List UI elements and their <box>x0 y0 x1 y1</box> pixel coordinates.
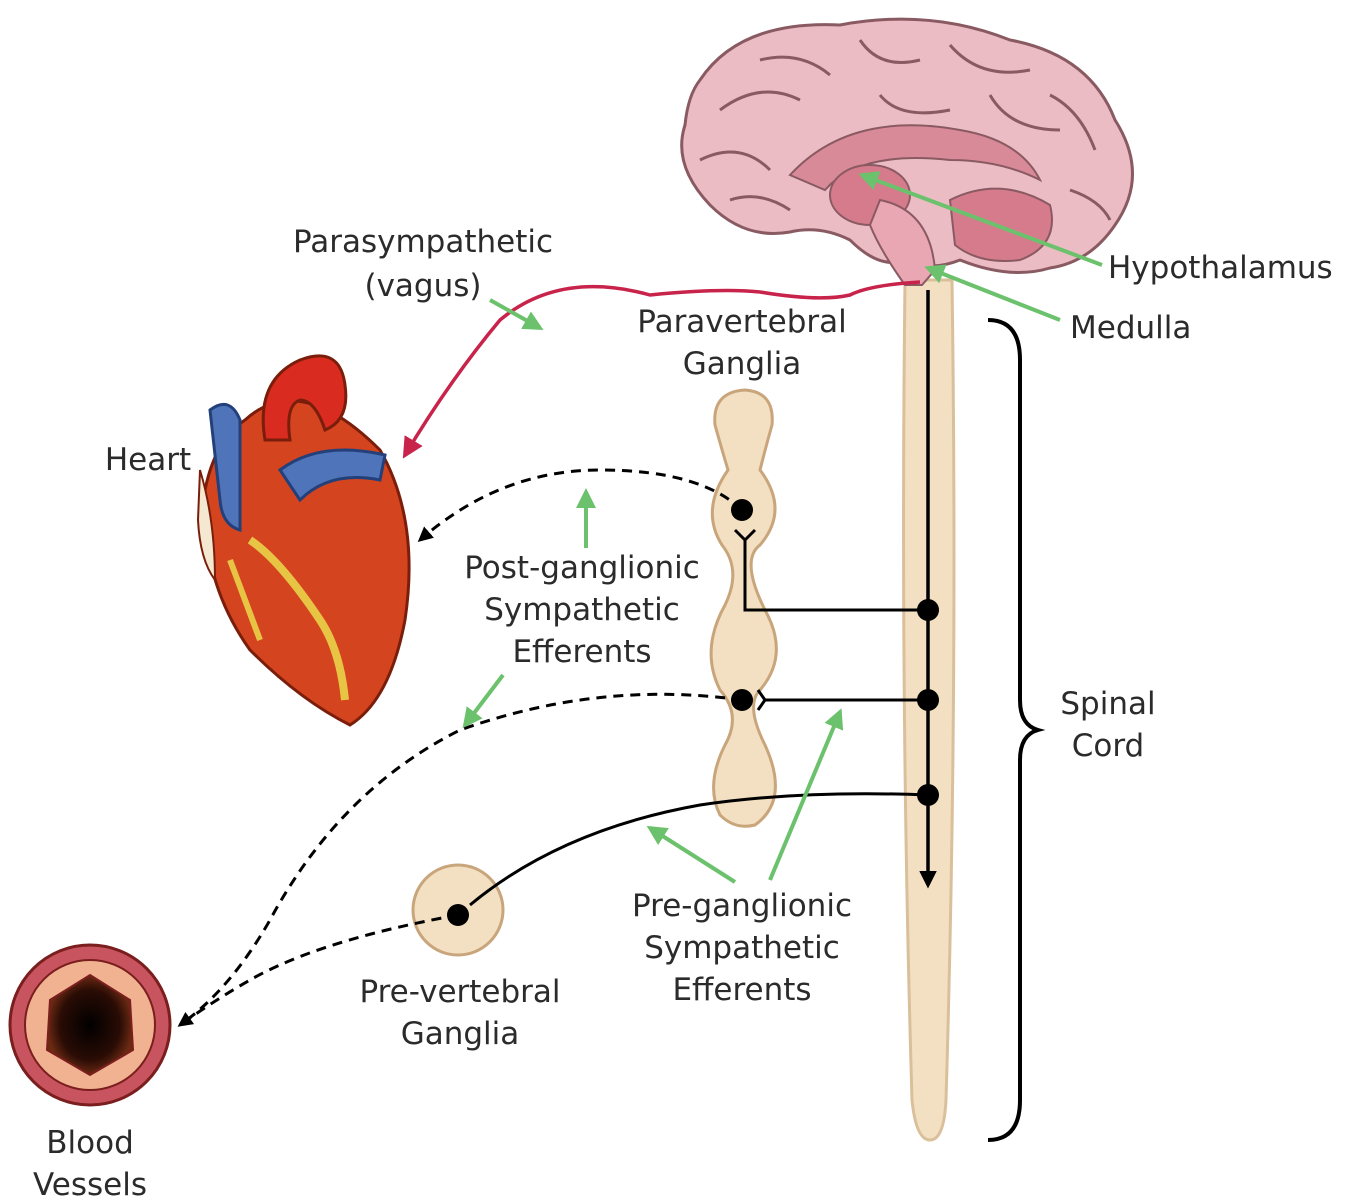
pre-vertebral-ganglia-label-line1: Pre-vertebral <box>359 974 560 1010</box>
post-ganglionic-label-line1: Post-ganglionic <box>464 550 700 586</box>
pre-ganglionic-label-line3: Efferents <box>672 972 811 1008</box>
blood-vessels-label-line2: Vessels <box>33 1167 147 1203</box>
spinal-cord-label-line2: Cord <box>1072 728 1145 764</box>
paravertebral-ganglia-label-line2: Ganglia <box>683 346 802 382</box>
blood-vessel-cross-section <box>10 945 170 1105</box>
post-ganglionic-label-line2: Sympathetic <box>484 592 680 628</box>
brain-illustration <box>682 19 1133 285</box>
heart-illustration <box>198 356 409 725</box>
pre-ganglionic-label-line2: Sympathetic <box>644 930 840 966</box>
spinal-cord-label-line1: Spinal <box>1060 686 1155 722</box>
pre-vertebral-ganglia-label-line2: Ganglia <box>401 1016 520 1052</box>
pre-ganglionic-fibers <box>470 530 928 905</box>
heart-label: Heart <box>105 442 191 478</box>
annotation-arrows <box>465 175 1102 882</box>
post-ganglionic-label-line3: Efferents <box>512 634 651 670</box>
medulla-label: Medulla <box>1070 310 1191 346</box>
parasympathetic-label-line2: (vagus) <box>364 268 481 304</box>
hypothalamus-label: Hypothalamus <box>1108 250 1333 286</box>
pre-ganglionic-label-line1: Pre-ganglionic <box>632 888 852 924</box>
spinal-cord-brace <box>988 320 1038 1140</box>
parasympathetic-label-line1: Parasympathetic <box>293 224 553 260</box>
blood-vessels-label-line1: Blood <box>46 1125 134 1161</box>
labels: Parasympathetic (vagus) Hypothalamus Med… <box>33 224 1333 1203</box>
paravertebral-ganglia-label-line1: Paravertebral <box>637 304 846 340</box>
pre-ganglionic-arrow-left <box>650 828 735 882</box>
